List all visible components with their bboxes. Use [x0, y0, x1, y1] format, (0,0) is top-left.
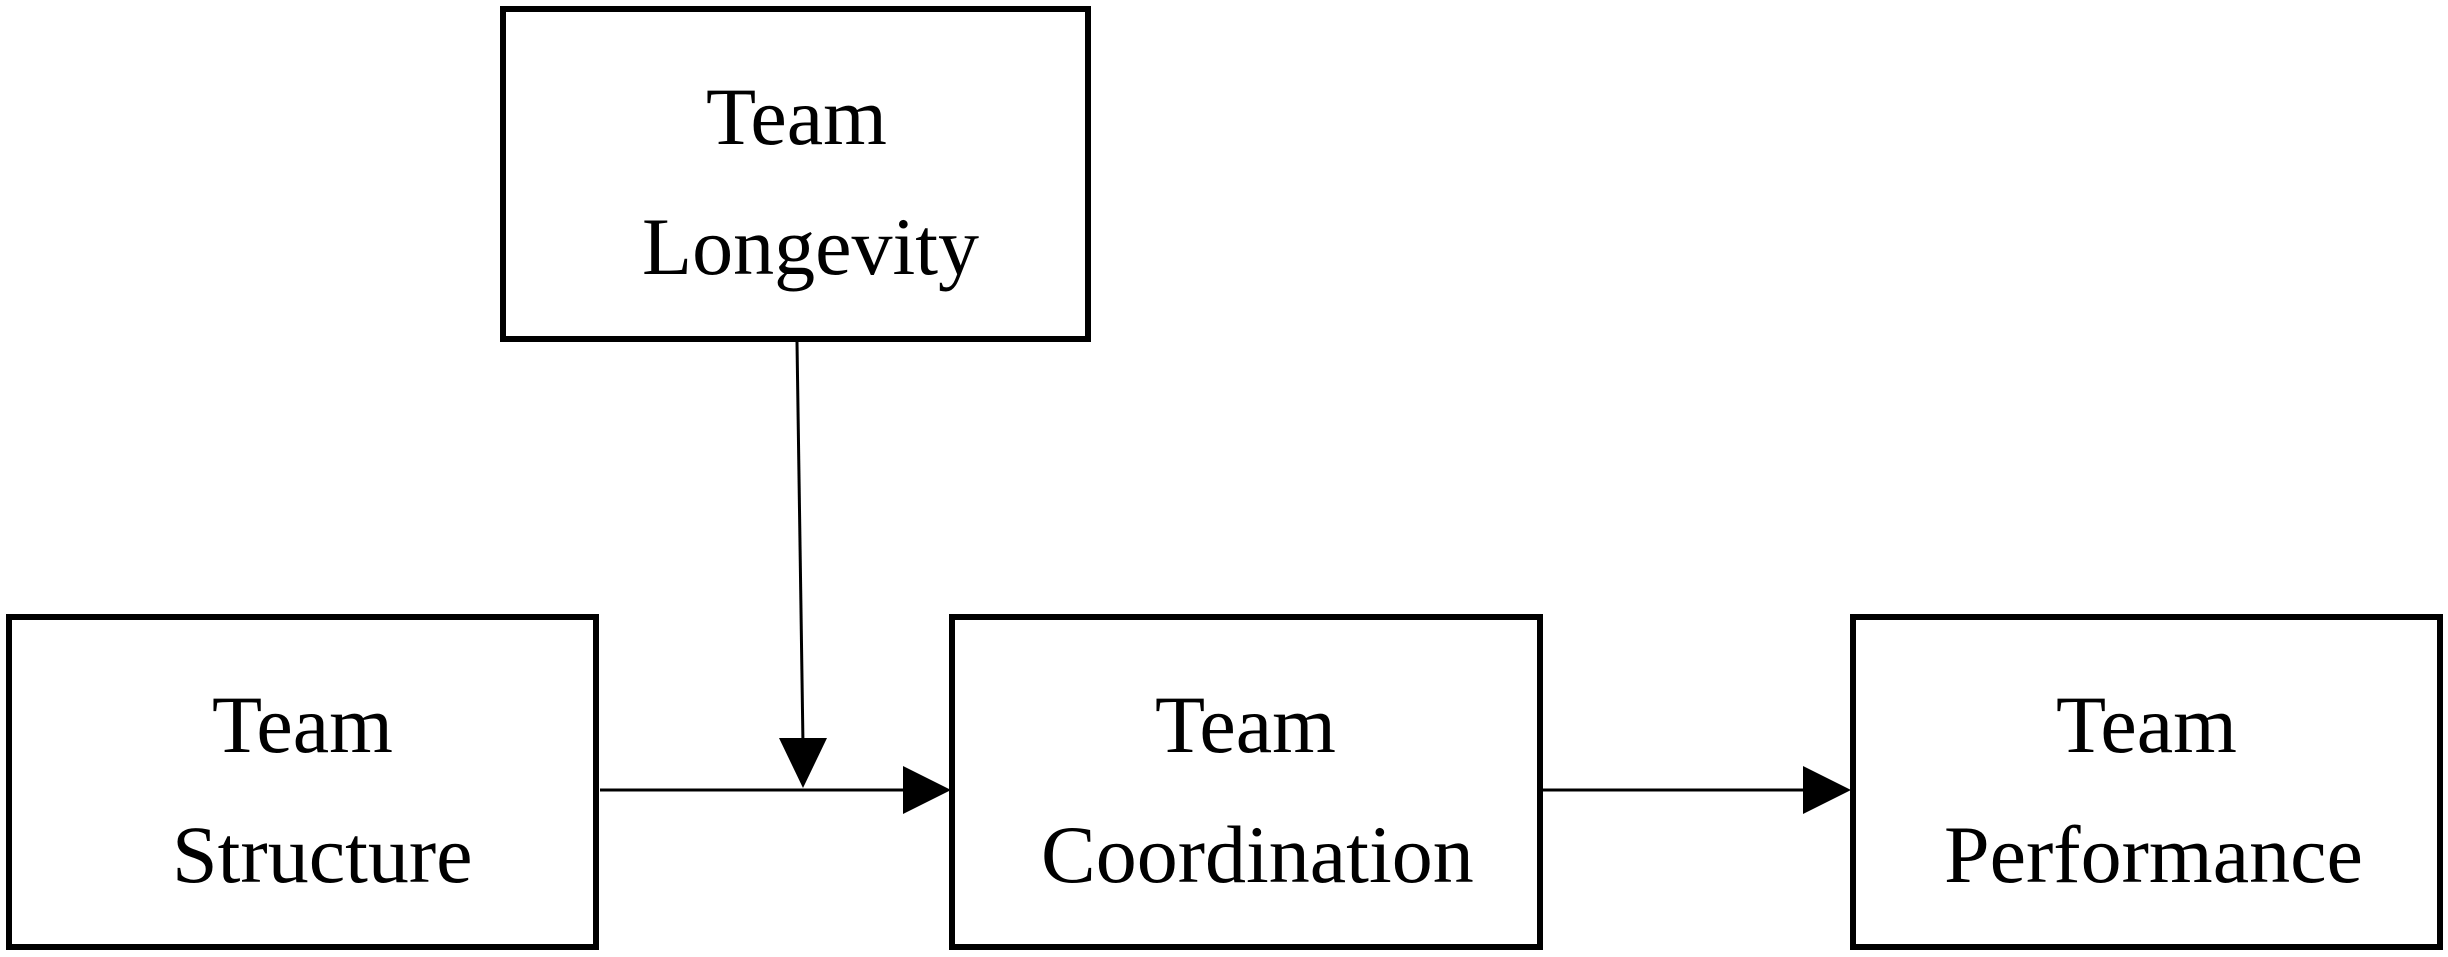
node-team-performance: Team Performance — [1850, 614, 2443, 950]
arrow-longevity-moderation — [795, 341, 805, 746]
node-team-structure: Team Structure — [6, 614, 599, 950]
arrowhead-coordination-to-performance — [1803, 766, 1851, 814]
arrowhead-structure-to-coordination — [903, 766, 951, 814]
node-team-longevity: Team Longevity — [500, 6, 1091, 342]
node-label-line1: Team — [706, 71, 887, 162]
node-label-line1: Team — [212, 679, 393, 770]
node-label-line2: Coordination — [1041, 809, 1474, 900]
node-label-line1: Team — [1155, 679, 1336, 770]
node-team-coordination: Team Coordination — [949, 614, 1543, 950]
node-label-line2: Performance — [1944, 809, 2363, 900]
arrowhead-longevity-moderation — [779, 738, 827, 788]
node-label-line2: Structure — [172, 809, 473, 900]
node-label-line2: Longevity — [642, 201, 980, 292]
node-label-line1: Team — [2056, 679, 2237, 770]
